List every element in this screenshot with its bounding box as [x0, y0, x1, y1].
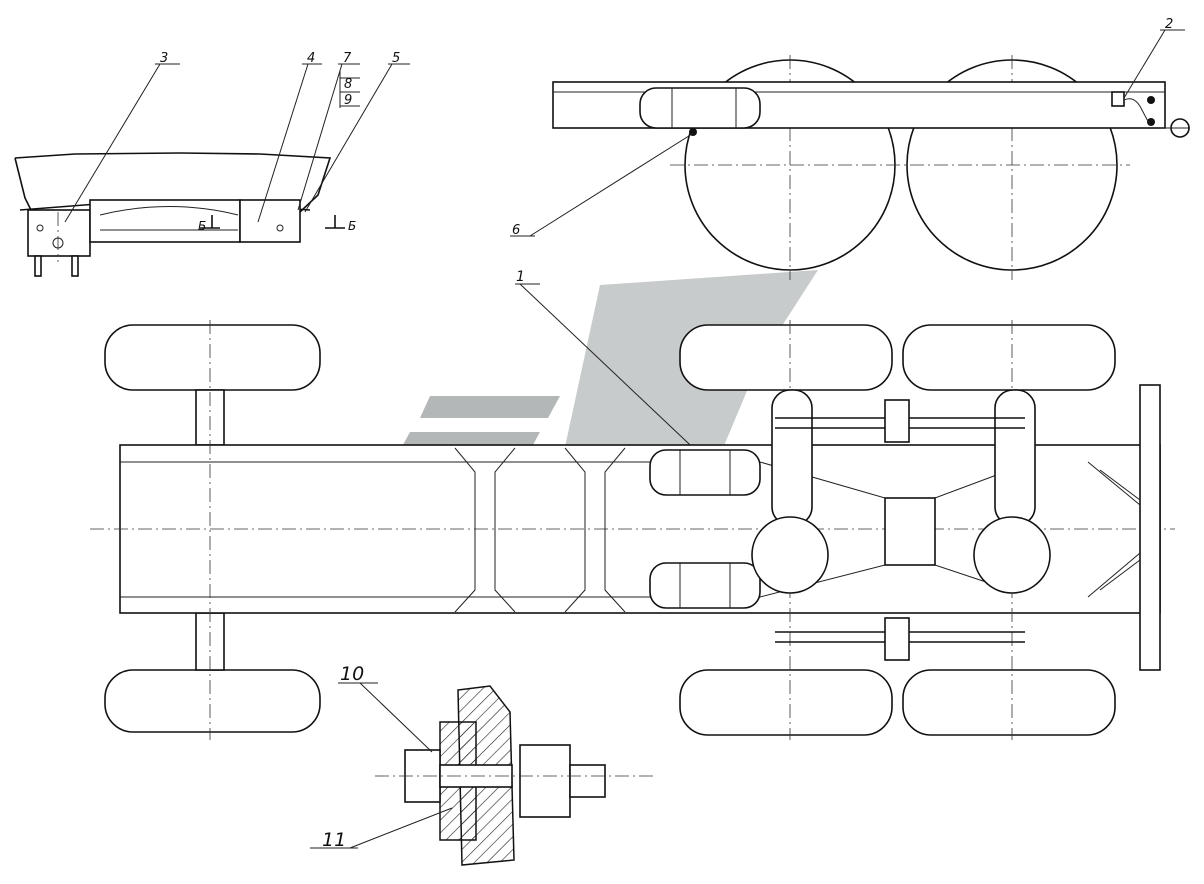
- callout-5: 5: [392, 51, 400, 66]
- callout-2: 2: [1165, 17, 1173, 32]
- section-mark-right: Б: [348, 219, 356, 233]
- fastener-section: [310, 682, 655, 866]
- callout-9: 9: [344, 93, 352, 108]
- callout-1: 1: [516, 269, 525, 285]
- callout-7: 7: [343, 51, 352, 66]
- callout-4: 4: [307, 51, 315, 66]
- detail-view-top-left: [14, 152, 345, 277]
- plan-view-main: [90, 320, 1175, 740]
- callout-11: 11: [322, 829, 346, 851]
- leaders-top-left: [64, 63, 410, 223]
- callout-8: 8: [344, 77, 352, 92]
- section-mark-left: Б: [198, 219, 206, 233]
- side-view-top-right: [552, 55, 1190, 280]
- callout-3: 3: [160, 51, 168, 66]
- callout-6: 6: [512, 223, 520, 238]
- leaders-top-right: [510, 29, 1185, 461]
- callout-10: 10: [340, 663, 364, 685]
